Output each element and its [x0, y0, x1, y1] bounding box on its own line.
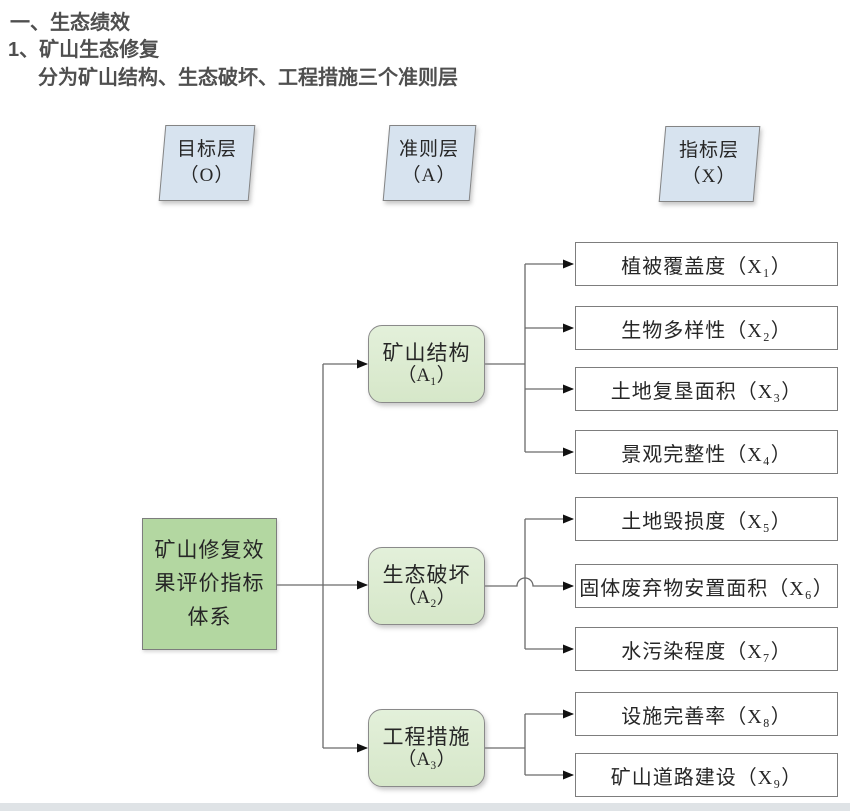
indicator-box-x1: 植被覆盖度（X₁）	[575, 242, 838, 286]
layer-header-indicator-label: 指标层	[679, 140, 740, 162]
criteria-box-a3: 工程措施 （A₃）	[368, 709, 485, 787]
criteria-a3-label: 工程措施	[382, 724, 471, 749]
criteria-box-a1: 矿山结构 （A₁）	[368, 325, 485, 403]
criteria-a1-code: （A₁）	[397, 364, 456, 386]
criteria2-to-indicator-links	[485, 514, 574, 654]
criteria3-to-indicator-links	[485, 709, 574, 780]
indicator-box-x6: 固体废弃物安置面积（X₆）	[575, 564, 838, 608]
criteria-a2-label: 生态破坏	[382, 562, 471, 587]
goal-box: 矿山修复效果评价指标体系	[142, 518, 277, 650]
layer-header-criteria-label: 准则层	[399, 139, 460, 161]
criteria-a3-code: （A₃）	[397, 748, 456, 770]
criteria-a2-code: （A₂）	[397, 586, 456, 608]
subsection-heading: 1、矿山生态修复	[8, 39, 160, 61]
indicator-box-x5: 土地毁损度（X₅）	[575, 497, 838, 541]
bottom-edge-strip	[0, 803, 850, 811]
criteria-box-a2: 生态破坏 （A₂）	[368, 547, 485, 625]
goal-to-criteria-links	[277, 359, 368, 753]
indicator-box-x4: 景观完整性（X₄）	[575, 430, 838, 474]
criteria1-to-indicator-links	[485, 259, 574, 457]
layer-header-criteria: 准则层 （A）	[382, 125, 477, 201]
description-text: 分为矿山结构、生态破坏、工程措施三个准则层	[38, 67, 458, 89]
layer-header-goal-code: （O）	[179, 165, 235, 186]
layer-header-indicator-code: （X）	[682, 166, 737, 187]
indicator-box-x7: 水污染程度（X₇）	[575, 627, 838, 671]
indicator-box-x2: 生物多样性（X₂）	[575, 306, 838, 350]
criteria-a1-label: 矿山结构	[382, 340, 471, 365]
section-heading: 一、生态绩效	[10, 12, 130, 34]
layer-header-goal: 目标层 （O）	[158, 125, 256, 201]
layer-header-indicator: 指标层 （X）	[658, 126, 761, 202]
layer-header-goal-label: 目标层	[176, 139, 237, 161]
indicator-box-x8: 设施完善率（X₈）	[575, 692, 838, 736]
layer-header-criteria-code: （A）	[402, 165, 457, 186]
indicator-box-x3: 土地复垦面积（X₃）	[575, 367, 838, 411]
indicator-box-x9: 矿山道路建设（X₉）	[575, 753, 838, 797]
